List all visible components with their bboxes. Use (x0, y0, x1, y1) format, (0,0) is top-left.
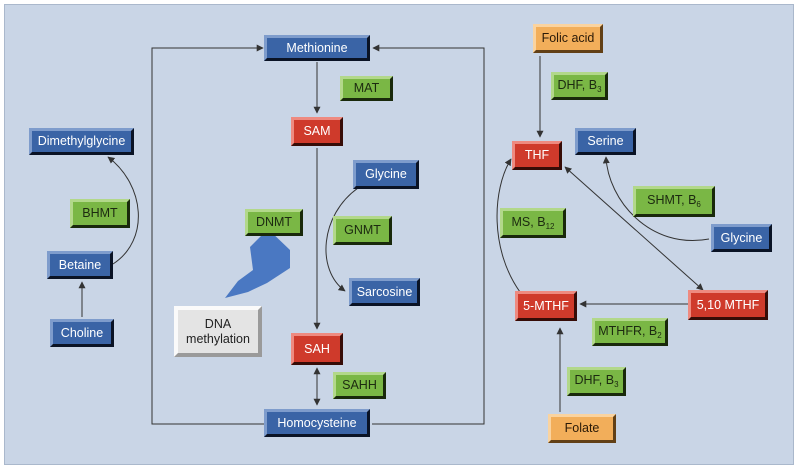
glycine-center-node: Glycine (353, 160, 419, 189)
mat-label: MAT (353, 81, 380, 96)
mthfr-b2-sub: 2 (657, 330, 662, 340)
shmt-b6-base: SHMT, B (647, 193, 697, 208)
dhf-b3-bottom-enzyme: DHF, B3 (567, 367, 626, 396)
dhf-b3-top-sub: 3 (597, 84, 602, 94)
folic-acid-label: Folic acid (541, 31, 595, 46)
betaine-to-dmg-arrow (107, 156, 139, 265)
serine-label: Serine (587, 134, 624, 149)
dimethylglycine-label: Dimethylglycine (37, 134, 126, 149)
sahh-enzyme: SAHH (333, 372, 386, 399)
dnmt-big-arrow (225, 229, 290, 298)
methionine-label: Methionine (286, 40, 348, 55)
mthfr-b2-label: MTHFR, B2 (598, 324, 661, 340)
ms-b12-base: MS, B (511, 214, 546, 229)
choline-node: Choline (50, 319, 114, 347)
ms-b12-enzyme: MS, B12 (500, 208, 566, 238)
sarcosine-node: Sarcosine (349, 278, 420, 306)
5-mthf-label: 5-MTHF (523, 298, 569, 313)
betaine-node: Betaine (47, 251, 113, 279)
sah-label: SAH (304, 341, 330, 356)
sam-node: SAM (291, 117, 343, 146)
dhf-b3-top-enzyme: DHF, B3 (551, 72, 608, 100)
dna-methylation-node: DNA methylation (174, 306, 262, 357)
bhmt-label: BHMT (82, 206, 118, 221)
folic-acid-node: Folic acid (533, 24, 603, 53)
dnmt-enzyme: DNMT (245, 209, 303, 236)
thf-510mthf-arrow (564, 166, 704, 291)
5-10-mthf-node: 5,10 MTHF (688, 290, 768, 320)
sam-label: SAM (303, 124, 331, 139)
loop-right-arrow (372, 44, 485, 425)
shmt-b6-sub: 6 (696, 200, 701, 210)
glycine-to-sarcosine-arrow (325, 187, 359, 292)
dhf-b3-bottom-label: DHF, B3 (574, 373, 618, 389)
5-10-mthf-label: 5,10 MTHF (696, 297, 760, 312)
gnmt-enzyme: GNMT (333, 216, 392, 245)
dimethylglycine-node: Dimethylglycine (29, 128, 134, 155)
serine-node: Serine (575, 128, 636, 155)
ms-b12-sub: 12 (545, 221, 555, 231)
gnmt-label: GNMT (344, 223, 381, 238)
betaine-label: Betaine (58, 257, 102, 272)
dhf-b3-bottom-base: DHF, B (574, 373, 615, 388)
glycine-right-label: Glycine (720, 230, 763, 245)
thf-node: THF (512, 141, 562, 170)
ms-b12-label: MS, B12 (512, 215, 555, 231)
folate-node: Folate (548, 414, 616, 443)
mthf-to-thf-arrow (496, 158, 521, 293)
shmt-b6-label: SHMT, B6 (647, 193, 701, 209)
glycine-to-serine-arrow (602, 156, 710, 241)
sahh-label: SAHH (342, 378, 377, 393)
mat-enzyme: MAT (340, 76, 393, 101)
glycine-right-node: Glycine (711, 224, 772, 252)
glycine-center-label: Glycine (365, 167, 407, 182)
folate-label: Folate (564, 421, 600, 436)
sah-node: SAH (291, 333, 343, 365)
homocysteine-node: Homocysteine (264, 409, 370, 437)
methionine-node: Methionine (264, 35, 370, 61)
5-mthf-node: 5-MTHF (515, 291, 577, 321)
dna-methylation-label: DNA methylation (186, 317, 250, 346)
loop-left-arrow (151, 44, 264, 425)
choline-label: Choline (60, 325, 104, 340)
mthfr-b2-base: MTHFR, B (598, 323, 658, 338)
bhmt-enzyme: BHMT (70, 199, 130, 228)
dhf-b3-top-label: DHF, B3 (557, 78, 601, 94)
homocysteine-label: Homocysteine (277, 415, 357, 430)
sarcosine-label: Sarcosine (356, 284, 413, 299)
mthfr-b2-enzyme: MTHFR, B2 (592, 318, 668, 346)
dhf-b3-top-base: DHF, B (557, 77, 598, 92)
thf-label: THF (524, 148, 550, 163)
shmt-b6-enzyme: SHMT, B6 (633, 186, 715, 217)
dnmt-label: DNMT (255, 215, 293, 230)
dhf-b3-bottom-sub: 3 (614, 380, 619, 390)
